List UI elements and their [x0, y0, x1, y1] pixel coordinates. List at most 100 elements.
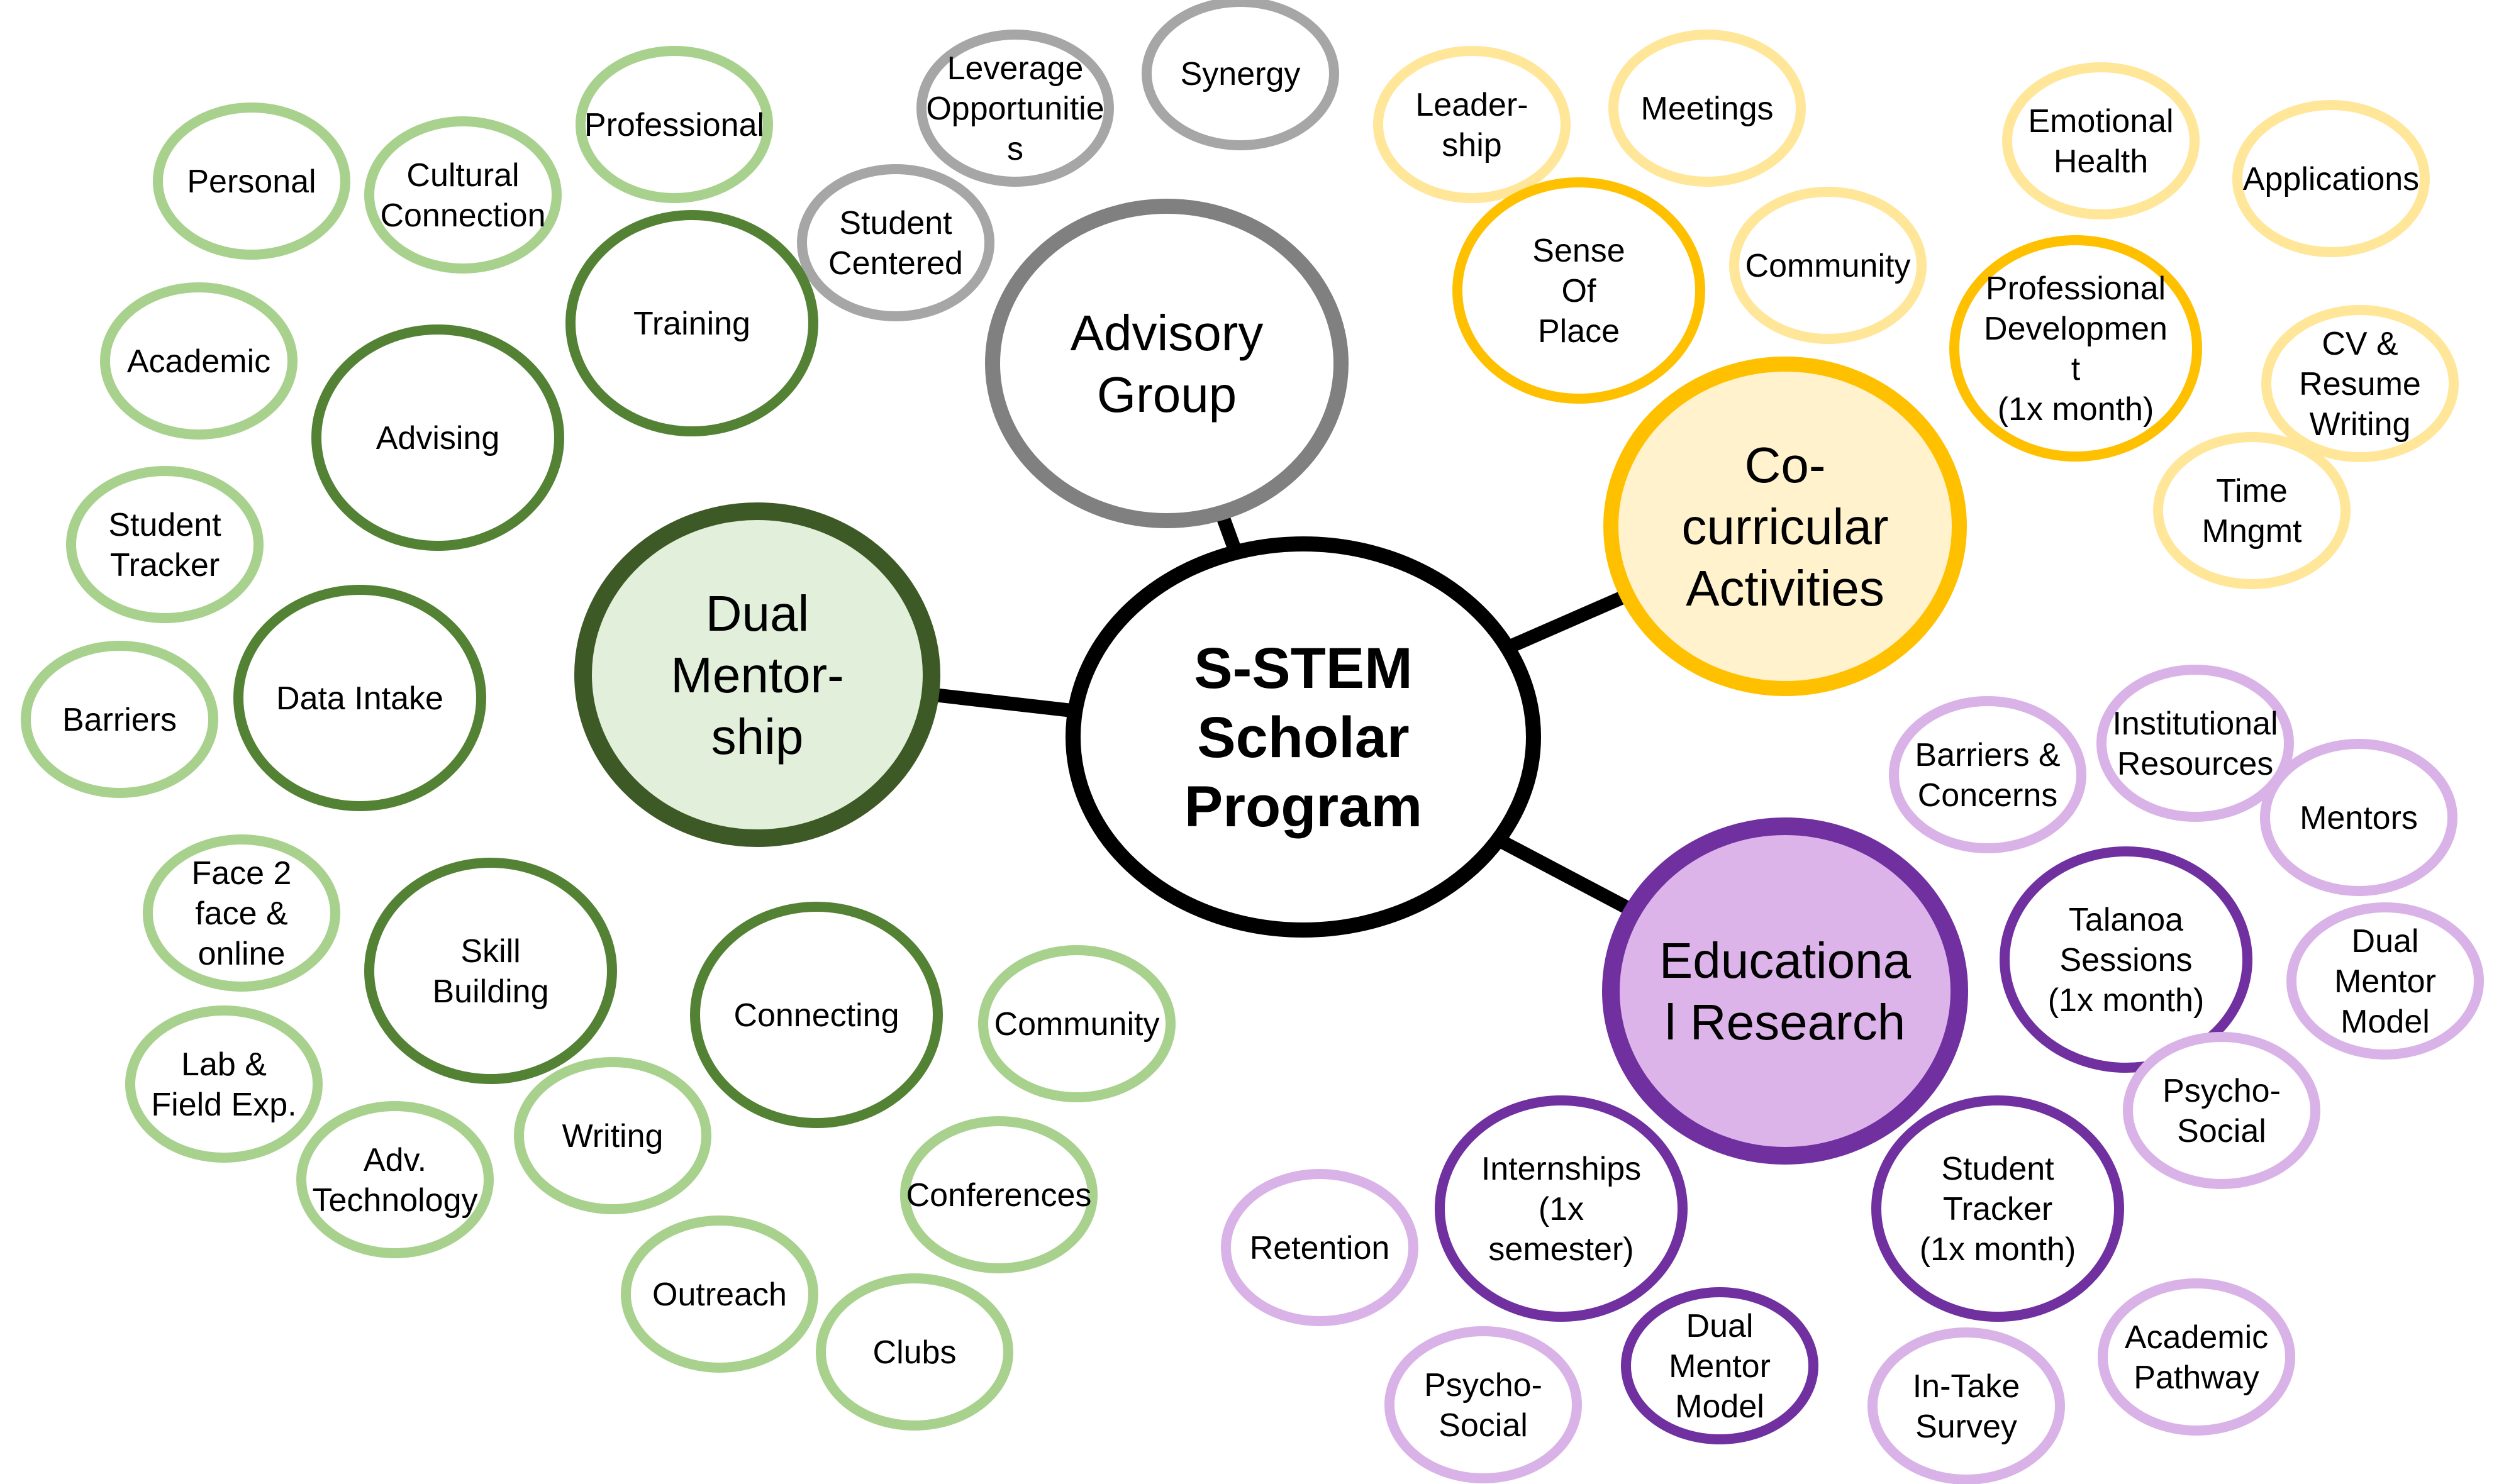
dual-mentorship-ellipse [574, 502, 940, 847]
sense-of-place-ellipse [1452, 177, 1705, 404]
dual-mentor-model-right-label-line: Mentor [2334, 963, 2436, 1000]
co-curricular-activities-ellipse [1603, 357, 1967, 696]
conferences-label-line: Conferences [906, 1177, 1092, 1214]
barriers-concerns-label-line: Barriers & [1915, 737, 2060, 773]
lab-field-exp-label-line: Lab & [181, 1046, 267, 1083]
face-2-face-label-line: face & [195, 895, 287, 932]
node-meetings: Meetings [1608, 30, 1806, 187]
center-ellipse [1066, 536, 1541, 938]
sense-of-place-label-line: Of [1562, 273, 1596, 309]
node-clubs: Clubs [816, 1273, 1013, 1431]
training-label-line: Training [633, 306, 750, 342]
node-barriers: Barriers [21, 641, 218, 798]
node-retention: Retention [1221, 1169, 1418, 1326]
face-2-face-ellipse [143, 834, 340, 992]
dual-mentor-model-right-label-line: Model [2340, 1004, 2430, 1040]
sense-of-place-label-line: Sense [1532, 233, 1625, 269]
student-tracker-purple-label-line: Student [1941, 1151, 2054, 1187]
leverage-opportunities-label-line: s [1007, 131, 1023, 167]
lab-field-exp-ellipse [125, 1005, 323, 1163]
training-ellipse [565, 210, 818, 436]
educational-research-ellipse [1602, 817, 1968, 1165]
psycho-social-right-ellipse [2123, 1032, 2320, 1189]
student-tracker-purple-label-line: Tracker [1943, 1191, 2052, 1227]
student-centered-ellipse [797, 164, 994, 321]
node-training: Training [565, 210, 818, 436]
academic-pathway-label-line: Pathway [2134, 1359, 2259, 1396]
emotional-health-ellipse [2002, 62, 2200, 219]
educational-research-label-line: l Research [1665, 994, 1905, 1050]
leadership-label-line: Leader- [1415, 87, 1528, 123]
psycho-social-bottom-ellipse [1384, 1326, 1582, 1483]
dual-mentor-model-bottom-label-line: Mentor [1669, 1348, 1771, 1385]
barriers-concerns-ellipse [1889, 696, 2086, 853]
adv-technology-label-line: Adv. [364, 1142, 426, 1178]
talanoa-sessions-label-line: Talanoa [2069, 902, 2183, 938]
institutional-resources-label-line: Resources [2117, 746, 2274, 782]
student-centered-label-line: Centered [828, 245, 963, 282]
node-personal: Personal [153, 102, 350, 260]
synergy-label-line: Synergy [1181, 56, 1301, 92]
time-mngmt-label-line: Time [2216, 473, 2288, 509]
clubs-label-line: Clubs [873, 1334, 957, 1371]
conferences-ellipse [900, 1116, 1098, 1273]
node-community-green: Community [978, 945, 1176, 1102]
data-intake-ellipse [233, 585, 486, 811]
synergy-ellipse [1142, 0, 1339, 150]
academic-ellipse [100, 282, 298, 440]
dual-mentor-model-right-label-line: Dual [2352, 923, 2419, 960]
institutional-resources-label-line: Institutional [2112, 706, 2278, 742]
co-curricular-activities-label-line: Co- [1745, 437, 1826, 493]
cv-resume-writing-label-line: Writing [2310, 406, 2411, 443]
writing-ellipse [514, 1057, 711, 1214]
skill-building-label-line: Skill [460, 933, 520, 970]
psycho-social-bottom-label-line: Psycho- [1424, 1367, 1542, 1404]
internships-label-line: semester) [1488, 1231, 1634, 1268]
face-2-face-label-line: Face 2 [192, 855, 292, 892]
internships-label-line: Internships [1481, 1151, 1641, 1187]
emotional-health-label-line: Health [2054, 143, 2148, 180]
talanoa-sessions-label-line: (1x month) [2048, 982, 2205, 1019]
barriers-concerns-label-line: Concerns [1918, 777, 2058, 814]
co-curricular-activities-label-line: curricular [1682, 499, 1889, 555]
cultural-connection-label-line: Cultural [406, 157, 519, 194]
skill-building-label-line: Building [432, 973, 548, 1010]
center-label-line: S-STEM [1194, 636, 1413, 700]
cv-resume-writing-ellipse [2261, 305, 2459, 462]
center-label-line: Scholar [1197, 706, 1409, 770]
dual-mentor-model-bottom-ellipse [1621, 1287, 1818, 1444]
dual-mentor-model-bottom-label-line: Dual [1686, 1308, 1754, 1344]
node-leadership: Leader-ship [1373, 46, 1571, 203]
node-adv-technology: Adv. Technology [296, 1101, 494, 1258]
professional-development-label-line: (1x month) [1998, 391, 2154, 428]
student-centered-label-line: Student [839, 205, 952, 241]
dual-mentorship-label-line: Mentor- [671, 647, 844, 703]
advisory-group-ellipse [985, 199, 1349, 528]
professional-development-label-line: t [2071, 351, 2081, 387]
leadership-ellipse [1373, 46, 1571, 203]
node-applications: Applications [2232, 100, 2430, 257]
time-mngmt-label-line: Mngmt [2202, 513, 2302, 550]
time-mngmt-ellipse [2153, 432, 2351, 589]
emotional-health-label-line: Emotional [2028, 103, 2173, 140]
community-green-ellipse [978, 945, 1176, 1102]
dual-mentorship-label-line: ship [711, 709, 804, 765]
adv-technology-label-line: Technology [312, 1182, 477, 1219]
outreach-ellipse [621, 1215, 818, 1373]
node-advising: Advising [311, 324, 564, 551]
institutional-resources-ellipse [2096, 665, 2294, 822]
in-take-survey-label-line: In-Take [1913, 1368, 2020, 1405]
clubs-ellipse [816, 1273, 1013, 1431]
applications-ellipse [2232, 100, 2430, 257]
